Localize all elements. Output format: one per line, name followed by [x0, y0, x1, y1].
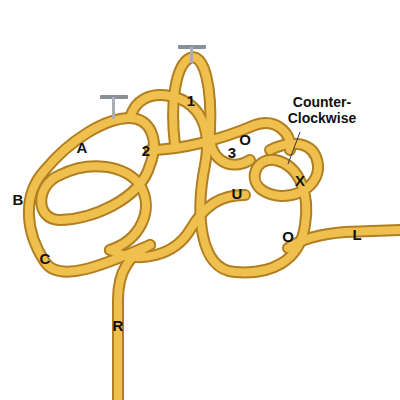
- callout-letter: O: [282, 228, 294, 245]
- direction-note: Counter-Clockwise: [280, 94, 364, 126]
- callout-letter: O: [239, 131, 251, 148]
- callout-letter: L: [352, 226, 361, 243]
- cord: [29, 57, 400, 400]
- callout-letter: 1: [187, 92, 195, 109]
- pin: [100, 45, 206, 119]
- callout-letter: C: [40, 250, 51, 267]
- callout-letter: R: [113, 317, 124, 334]
- cord-shadow: [29, 57, 400, 400]
- callout-letter: U: [232, 185, 243, 202]
- callout-letter: X: [295, 172, 305, 189]
- callout-letter: B: [13, 191, 24, 208]
- callout-letter: A: [77, 139, 88, 156]
- callout-letter: 2: [142, 142, 150, 159]
- callout-letter: 3: [228, 144, 236, 161]
- leader-line: [288, 132, 300, 164]
